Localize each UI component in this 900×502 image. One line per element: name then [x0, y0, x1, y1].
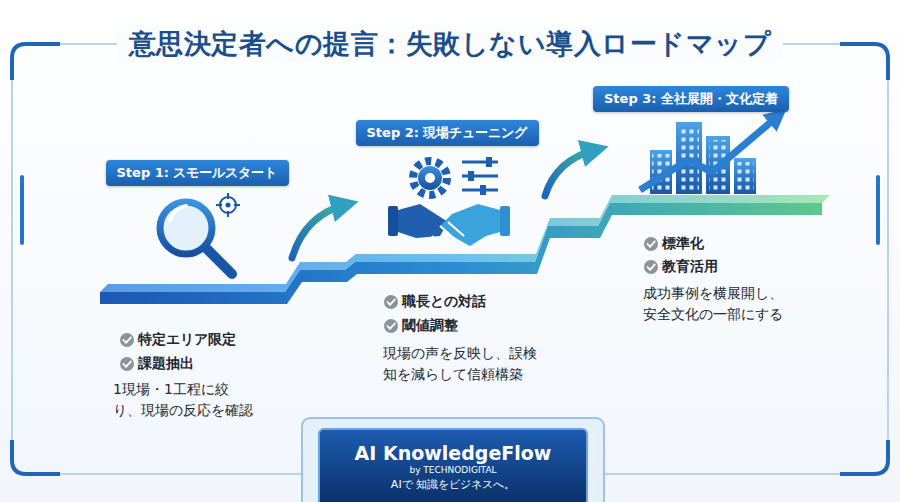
check-icon: [120, 333, 134, 347]
check-mark: [648, 241, 655, 246]
checklist-item: 課題抽出: [138, 355, 194, 373]
checklist-item: 標準化: [662, 235, 704, 253]
check-circle: [384, 295, 398, 309]
check-icon: [384, 295, 398, 309]
brand-tagline: AIで 知識をビジネスへ。: [391, 477, 515, 492]
progress-arrow: [545, 150, 595, 196]
step-title: Step 1: スモールスタート: [117, 164, 278, 182]
frame-corner: [12, 44, 60, 80]
check-icon: [384, 319, 398, 333]
progress-arrow: [292, 205, 345, 258]
checklist-item: 職長との対話: [402, 293, 486, 311]
check-mark: [124, 361, 131, 366]
check-circle: [120, 333, 134, 347]
diagram-title: 意思決定者への提言：失敗しない導入ロードマップ: [117, 26, 784, 62]
check-circle: [644, 237, 658, 251]
frame-corner: [12, 440, 60, 474]
buildings-icon: [640, 116, 778, 194]
badge-frame: [302, 418, 604, 502]
check-mark: [124, 337, 131, 342]
frame-accent: [876, 175, 880, 245]
step-title: Step 2: 現場チューニング: [367, 124, 528, 142]
check-mark: [648, 264, 655, 269]
check-icon: [644, 237, 658, 251]
step-description: 現場の声を反映し、誤検知を減らして信頼構築: [383, 343, 545, 385]
step-label: Step 3: 全社展開・文化定着: [593, 86, 789, 112]
brand-company: by TECHNODIGITAL: [409, 465, 496, 475]
checklist-item: 閾値調整: [402, 317, 458, 335]
magnifier-icon: [160, 193, 240, 274]
step-title: Step 3: 全社展開・文化定着: [604, 90, 778, 108]
frame-corner: [840, 44, 888, 80]
check-circle: [644, 260, 658, 274]
step-label: Step 1: スモールスタート: [106, 160, 289, 186]
check-circle: [384, 319, 398, 333]
check-mark: [388, 323, 395, 328]
step-description: 1現場・1工程に絞り、現場の反応を確認: [113, 379, 253, 421]
brand-name: AI KnowledgeFlow: [355, 442, 552, 464]
brand-badge: AI KnowledgeFlowby TECHNODIGITAL AIで 知識をビ…: [318, 428, 588, 502]
frame: [12, 44, 888, 474]
step-description: 成功事例を横展開し、安全文化の一部にする: [643, 283, 795, 325]
step-label: Step 2: 現場チューニング: [356, 120, 539, 146]
frame-corner: [840, 440, 888, 474]
check-icon: [644, 260, 658, 274]
frame-accent: [20, 175, 24, 245]
handshake-icon: [388, 157, 510, 248]
check-circle: [120, 357, 134, 371]
checklist-item: 特定エリア限定: [138, 331, 236, 349]
checklist-item: 教育活用: [662, 258, 718, 276]
check-mark: [388, 299, 395, 304]
check-icon: [120, 357, 134, 371]
